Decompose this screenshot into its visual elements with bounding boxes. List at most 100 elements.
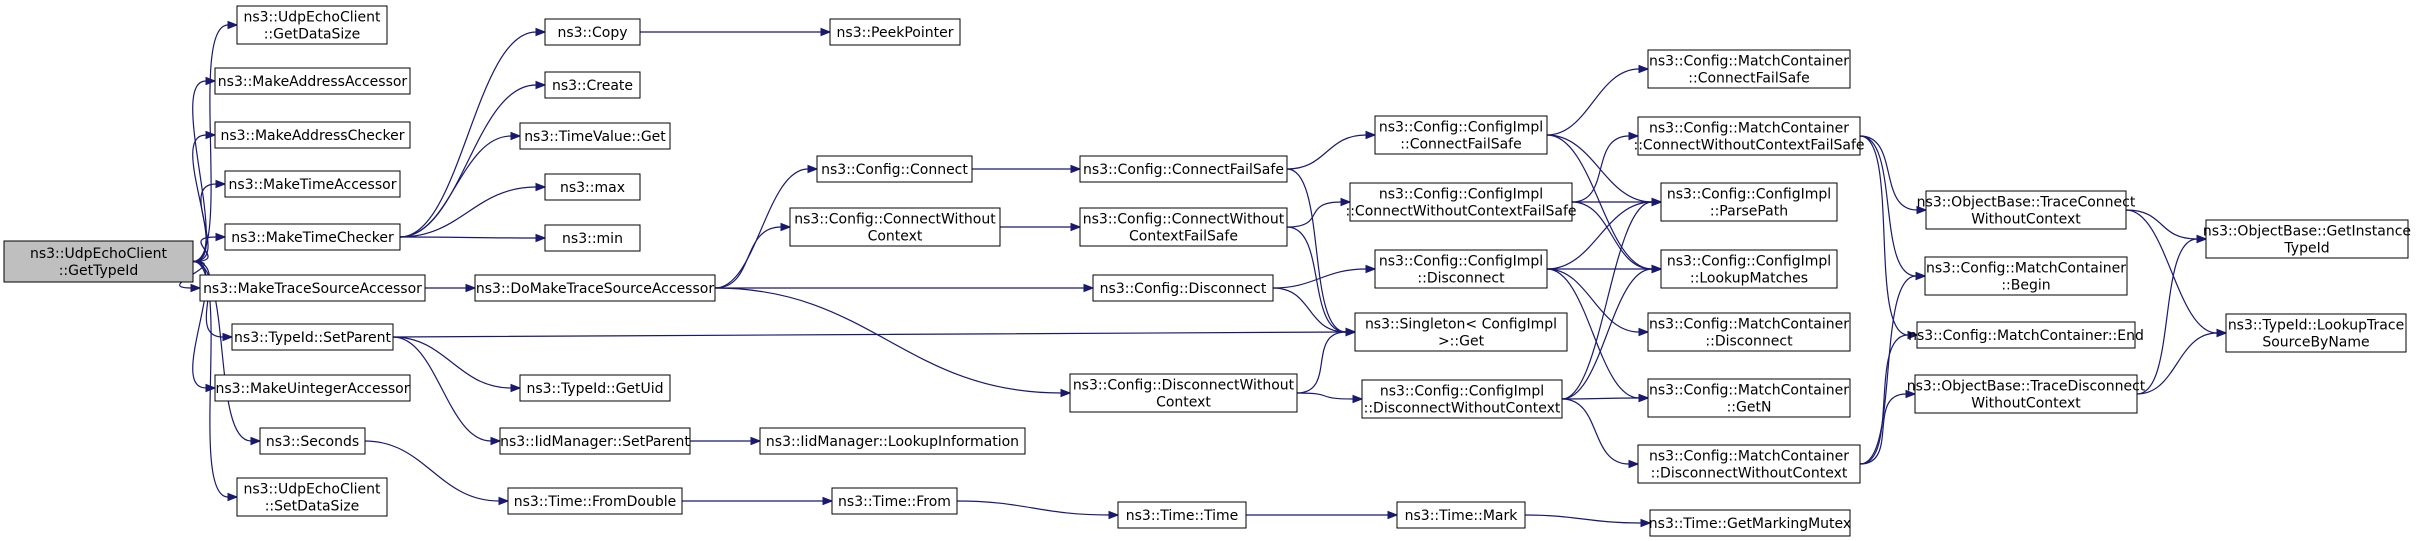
node-label: ::DisconnectWithoutContext [1651, 465, 1848, 481]
node-mc-get-n[interactable]: ns3::Config::MatchContainer::GetN [1647, 378, 1851, 418]
node-box [831, 487, 958, 515]
node-make-uinteger-accessor[interactable]: ns3::MakeUintegerAccessor [214, 374, 411, 402]
node-label: ns3::Config::MatchContainer::End [1908, 328, 2144, 344]
edge-line [192, 134, 207, 263]
edge-time-time-to-time-mark [1246, 510, 1399, 520]
node-label: ns3::min [562, 231, 623, 247]
edge-line [1859, 334, 1909, 465]
edge-arrowhead [535, 80, 547, 90]
node-type-id-get-uid[interactable]: ns3::TypeId::GetUid [519, 374, 671, 402]
node-config-connect-fail-safe[interactable]: ns3::Config::ConnectFailSafe [1079, 155, 1288, 183]
node-label: ns3::Config::ConnectWithout [794, 211, 996, 227]
node-time-from[interactable]: ns3::Time::From [831, 487, 958, 515]
node-do-make-trace-source-accessor[interactable]: ns3::DoMakeTraceSourceAccessor [474, 274, 716, 302]
edge-root-to-make-time-checker [192, 232, 227, 263]
edge-line [1859, 393, 1907, 465]
node-box [759, 427, 1026, 455]
node-get-data-size[interactable]: ns3::UdpEchoClient::GetDataSize [236, 5, 388, 45]
node-box [1660, 182, 1838, 222]
node-config-connect[interactable]: ns3::Config::Connect [816, 155, 973, 183]
node-impl-disconnect[interactable]: ns3::Config::ConfigImpl::Disconnect [1374, 249, 1548, 289]
node-label: WithoutContext [1971, 395, 2081, 411]
edge-arrowhead [1340, 197, 1352, 207]
node-root[interactable]: ns3::UdpEchoClient::GetTypeId [3, 240, 194, 283]
node-time-get-marking-mutex[interactable]: ns3::Time::GetMarkingMutex [1649, 509, 1851, 537]
node-iid-manager-lookup-information[interactable]: ns3::IidManager::LookupInformation [759, 427, 1026, 455]
edge-mc-connect-without-context-fail-safe-to-mc-end [1859, 135, 1919, 340]
edge-line [1859, 275, 1917, 465]
node-box [1916, 321, 2136, 349]
edge-impl-disconnect-without-context-to-mc-get-n [1561, 393, 1650, 403]
node-config-connect-without-context[interactable]: ns3::Config::ConnectWithoutContext [789, 207, 1001, 247]
node-mc-end[interactable]: ns3::Config::MatchContainer::End [1908, 321, 2144, 349]
node-impl-connect-fail-safe[interactable]: ns3::Config::ConfigImpl::ConnectFailSafe [1374, 115, 1548, 155]
node-time-from-double[interactable]: ns3::Time::FromDouble [507, 487, 683, 515]
node-label: ns3::MakeUintegerAccessor [215, 381, 409, 397]
node-make-time-checker[interactable]: ns3::MakeTimeChecker [224, 223, 401, 251]
node-box [2225, 313, 2407, 353]
node-label: ::GetDataSize [264, 26, 361, 42]
edge-type-id-set-parent-to-iid-manager-set-parent [392, 336, 502, 446]
node-label: ns3::ObjectBase::TraceConnect [1917, 194, 2136, 210]
node-config-disconnect[interactable]: ns3::Config::Disconnect [1092, 274, 1274, 302]
edge-arrowhead [1060, 388, 1072, 398]
node-box [2205, 219, 2409, 259]
edge-arrowhead [227, 20, 239, 30]
edge-arrowhead [1108, 510, 1120, 520]
node-iid-manager-set-parent[interactable]: ns3::IidManager::SetParent [499, 427, 691, 455]
edge-arrowhead [1345, 327, 1357, 337]
node-singleton-get[interactable]: ns3::Singleton< ConfigImpl>::Get [1354, 312, 1568, 352]
edge-impl-connect-fail-safe-to-mc-connect-fail-safe [1546, 64, 1650, 136]
edge-arrowhead [1070, 164, 1082, 174]
node-ob-trace-connect-without-context[interactable]: ns3::ObjectBase::TraceConnectWithoutCont… [1917, 190, 2136, 230]
edge-arrowhead [1905, 389, 1917, 399]
node-set-data-size[interactable]: ns3::UdpEchoClient::SetDataSize [236, 477, 388, 517]
edge-line [1561, 201, 1653, 400]
node-make-address-accessor[interactable]: ns3::MakeAddressAccessor [214, 67, 411, 95]
node-impl-disconnect-without-context[interactable]: ns3::Config::ConfigImpl::DisconnectWitho… [1361, 379, 1563, 419]
node-impl-lookup-matches[interactable]: ns3::Config::ConfigImpl::LookupMatches [1660, 249, 1838, 289]
node-mc-connect-fail-safe[interactable]: ns3::Config::MatchContainer::ConnectFail… [1647, 49, 1851, 89]
node-create[interactable]: ns3::Create [544, 71, 641, 99]
edge-type-id-set-parent-to-type-id-get-uid [392, 336, 522, 393]
node-label: ns3::Create [552, 78, 633, 94]
node-make-address-checker[interactable]: ns3::MakeAddressChecker [214, 121, 411, 149]
node-label: ::DisconnectWithoutContext [1364, 400, 1561, 416]
node-label: ns3::UdpEchoClient [243, 481, 381, 497]
node-config-connect-without-context-fail-safe[interactable]: ns3::Config::ConnectWithoutContextFailSa… [1079, 207, 1288, 247]
node-ob-trace-disconnect-without-context[interactable]: ns3::ObjectBase::TraceDisconnectWithoutC… [1907, 374, 2146, 414]
node-make-trace-source-accessor[interactable]: ns3::MakeTraceSourceAccessor [199, 274, 426, 302]
node-time-value-get[interactable]: ns3::TimeValue::Get [519, 122, 671, 150]
node-label: ns3::Time::Time [1126, 508, 1238, 524]
node-box [1924, 256, 2128, 296]
node-max[interactable]: ns3::max [544, 173, 641, 201]
node-peek-pointer[interactable]: ns3::PeekPointer [829, 18, 961, 46]
node-impl-connect-without-context-fail-safe[interactable]: ns3::Config::ConfigImpl::ConnectWithoutC… [1345, 182, 1577, 222]
node-box [1079, 207, 1288, 247]
node-label: ns3::ObjectBase::TraceDisconnect [1907, 378, 2146, 394]
node-time-time[interactable]: ns3::Time::Time [1117, 501, 1247, 529]
node-label: ::GetTypeId [59, 263, 139, 279]
node-label: ::Disconnect [1705, 333, 1793, 349]
node-label: ns3::DoMakeTraceSourceAccessor [476, 281, 714, 297]
node-label: ns3::Time::From [838, 494, 951, 510]
node-impl-parse-path[interactable]: ns3::Config::ConfigImpl::ParsePath [1660, 182, 1838, 222]
node-min[interactable]: ns3::min [544, 224, 641, 252]
node-mc-connect-without-context-fail-safe[interactable]: ns3::Config::MatchContainer::ConnectWith… [1633, 116, 1865, 156]
node-seconds[interactable]: ns3::Seconds [259, 427, 366, 455]
edge-arrowhead [1916, 205, 1928, 215]
node-label: ns3::Config::Disconnect [1100, 281, 1267, 297]
node-type-id-set-parent[interactable]: ns3::TypeId::SetParent [231, 323, 394, 351]
node-time-mark[interactable]: ns3::Time::Mark [1396, 501, 1526, 529]
node-mc-disconnect-without-context[interactable]: ns3::Config::MatchContainer::DisconnectW… [1637, 444, 1861, 484]
edge-do-make-trace-source-accessor-to-config-connect [714, 164, 819, 289]
node-make-time-accessor[interactable]: ns3::MakeTimeAccessor [224, 170, 401, 198]
node-mc-disconnect[interactable]: ns3::Config::MatchContainer::Disconnect [1647, 312, 1851, 352]
node-copy[interactable]: ns3::Copy [544, 18, 641, 46]
node-box [544, 224, 641, 252]
node-mc-begin[interactable]: ns3::Config::MatchContainer::Begin [1924, 256, 2128, 296]
node-config-disconnect-without-context[interactable]: ns3::Config::DisconnectWithoutContext [1069, 373, 1298, 413]
edge-mc-connect-without-context-fail-safe-to-mc-begin [1859, 135, 1927, 281]
